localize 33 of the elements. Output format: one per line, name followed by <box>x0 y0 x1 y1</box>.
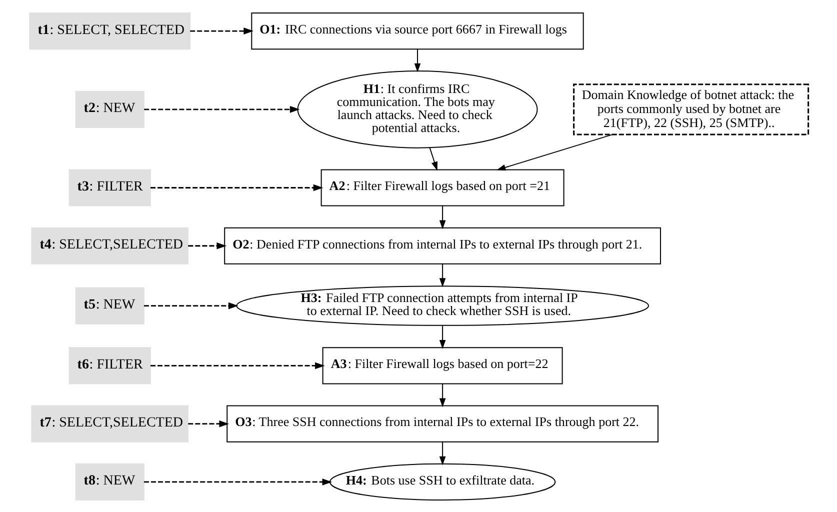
arrow <box>143 302 238 309</box>
arrow <box>438 262 446 287</box>
node-ellipse: H3: Failed FTP connection attempts from internal IP to external IP. Need to check whether SSH is used. <box>236 285 649 326</box>
node-ellipse: H1: It confirms IRC communication. The bots may launch attacks. Need to check potential attacks. <box>296 70 538 148</box>
arrow <box>428 146 437 170</box>
arrow <box>438 324 446 348</box>
arrow <box>188 420 229 427</box>
arrow <box>143 478 332 485</box>
node-box: t4: SELECT,SELECTED <box>30 226 188 264</box>
node-box: t2: NEW <box>74 90 144 128</box>
node-box: O2: Denied FTP connections from internal IPs to external IPs through port 21. <box>224 226 660 264</box>
arrow <box>438 204 446 229</box>
node-box: t1: SELECT, SELECTED <box>28 12 190 50</box>
node-box: t5: NEW <box>74 286 144 324</box>
node-box: Domain Knowledge of botnet attack: the ports commonly used by botnet are 21(FTP), 22 (SSH), 25 (SMTP).. <box>572 83 809 135</box>
node-box: t8: NEW <box>74 462 144 500</box>
arrow <box>150 184 323 191</box>
arrow <box>190 27 253 34</box>
node-box: A3: Filter Firewall logs based on port=22 <box>322 346 562 384</box>
arrow <box>150 362 324 369</box>
node-box: t7: SELECT,SELECTED <box>30 404 188 442</box>
arrow <box>414 48 420 72</box>
arrow <box>438 440 446 465</box>
node-box: t6: FILTER <box>68 346 150 384</box>
node-box: O3: Three SSH connections from internal IPs to external IPs through port 22. <box>226 404 658 442</box>
node-box: A2: Filter Firewall logs based on port =21 <box>320 168 564 206</box>
arrow <box>188 242 226 249</box>
node-box: O1: IRC connections via source port 6667 in Firewall logs <box>250 12 584 50</box>
arrow <box>144 105 300 112</box>
node-box: t3: FILTER <box>68 168 150 206</box>
arrow <box>438 382 446 407</box>
arrow <box>496 133 613 170</box>
node-ellipse: H4: Bots use SSH to exfiltrate data. <box>328 462 556 500</box>
